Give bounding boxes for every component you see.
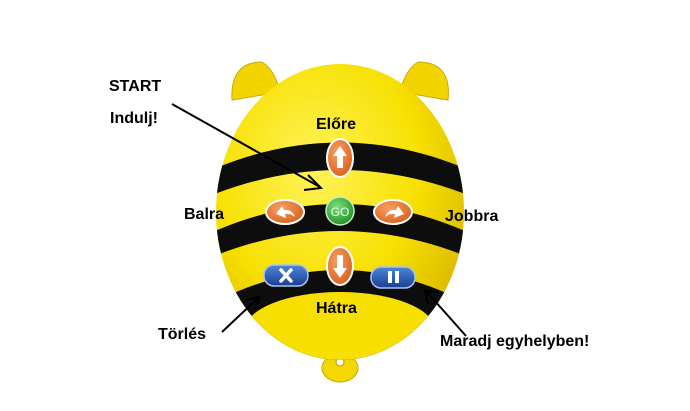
forward-button[interactable] bbox=[326, 138, 354, 178]
x-icon bbox=[279, 268, 293, 283]
arrow-down-icon bbox=[333, 255, 347, 278]
right-label: Jobbra bbox=[445, 208, 499, 225]
turn-right-button[interactable] bbox=[373, 199, 413, 225]
go-button[interactable]: GO bbox=[325, 196, 355, 226]
start-label: START bbox=[109, 78, 162, 95]
pause-button[interactable] bbox=[370, 266, 416, 289]
pause-label: Maradj egyhelyben! bbox=[440, 333, 590, 350]
clear-arrow bbox=[221, 295, 261, 333]
callout-arrows bbox=[171, 103, 467, 337]
pause-icon bbox=[388, 271, 392, 283]
start-arrow bbox=[171, 103, 324, 191]
clear-button[interactable] bbox=[263, 264, 309, 287]
left-label: Balra bbox=[184, 206, 225, 223]
arrow-up-icon bbox=[333, 146, 347, 168]
clear-label: Törlés bbox=[158, 326, 207, 343]
forward-label: Előre bbox=[316, 116, 357, 133]
backward-button[interactable] bbox=[326, 246, 354, 286]
go-hu-label: Indulj! bbox=[110, 110, 158, 127]
go-label: GO bbox=[331, 205, 350, 219]
turn-left-icon bbox=[276, 206, 295, 218]
right-ear bbox=[399, 61, 449, 101]
pause-arrow bbox=[423, 288, 467, 337]
turn-right-icon bbox=[385, 206, 404, 218]
turn-left-button[interactable] bbox=[265, 199, 305, 225]
backward-label: Hátra bbox=[316, 300, 357, 317]
